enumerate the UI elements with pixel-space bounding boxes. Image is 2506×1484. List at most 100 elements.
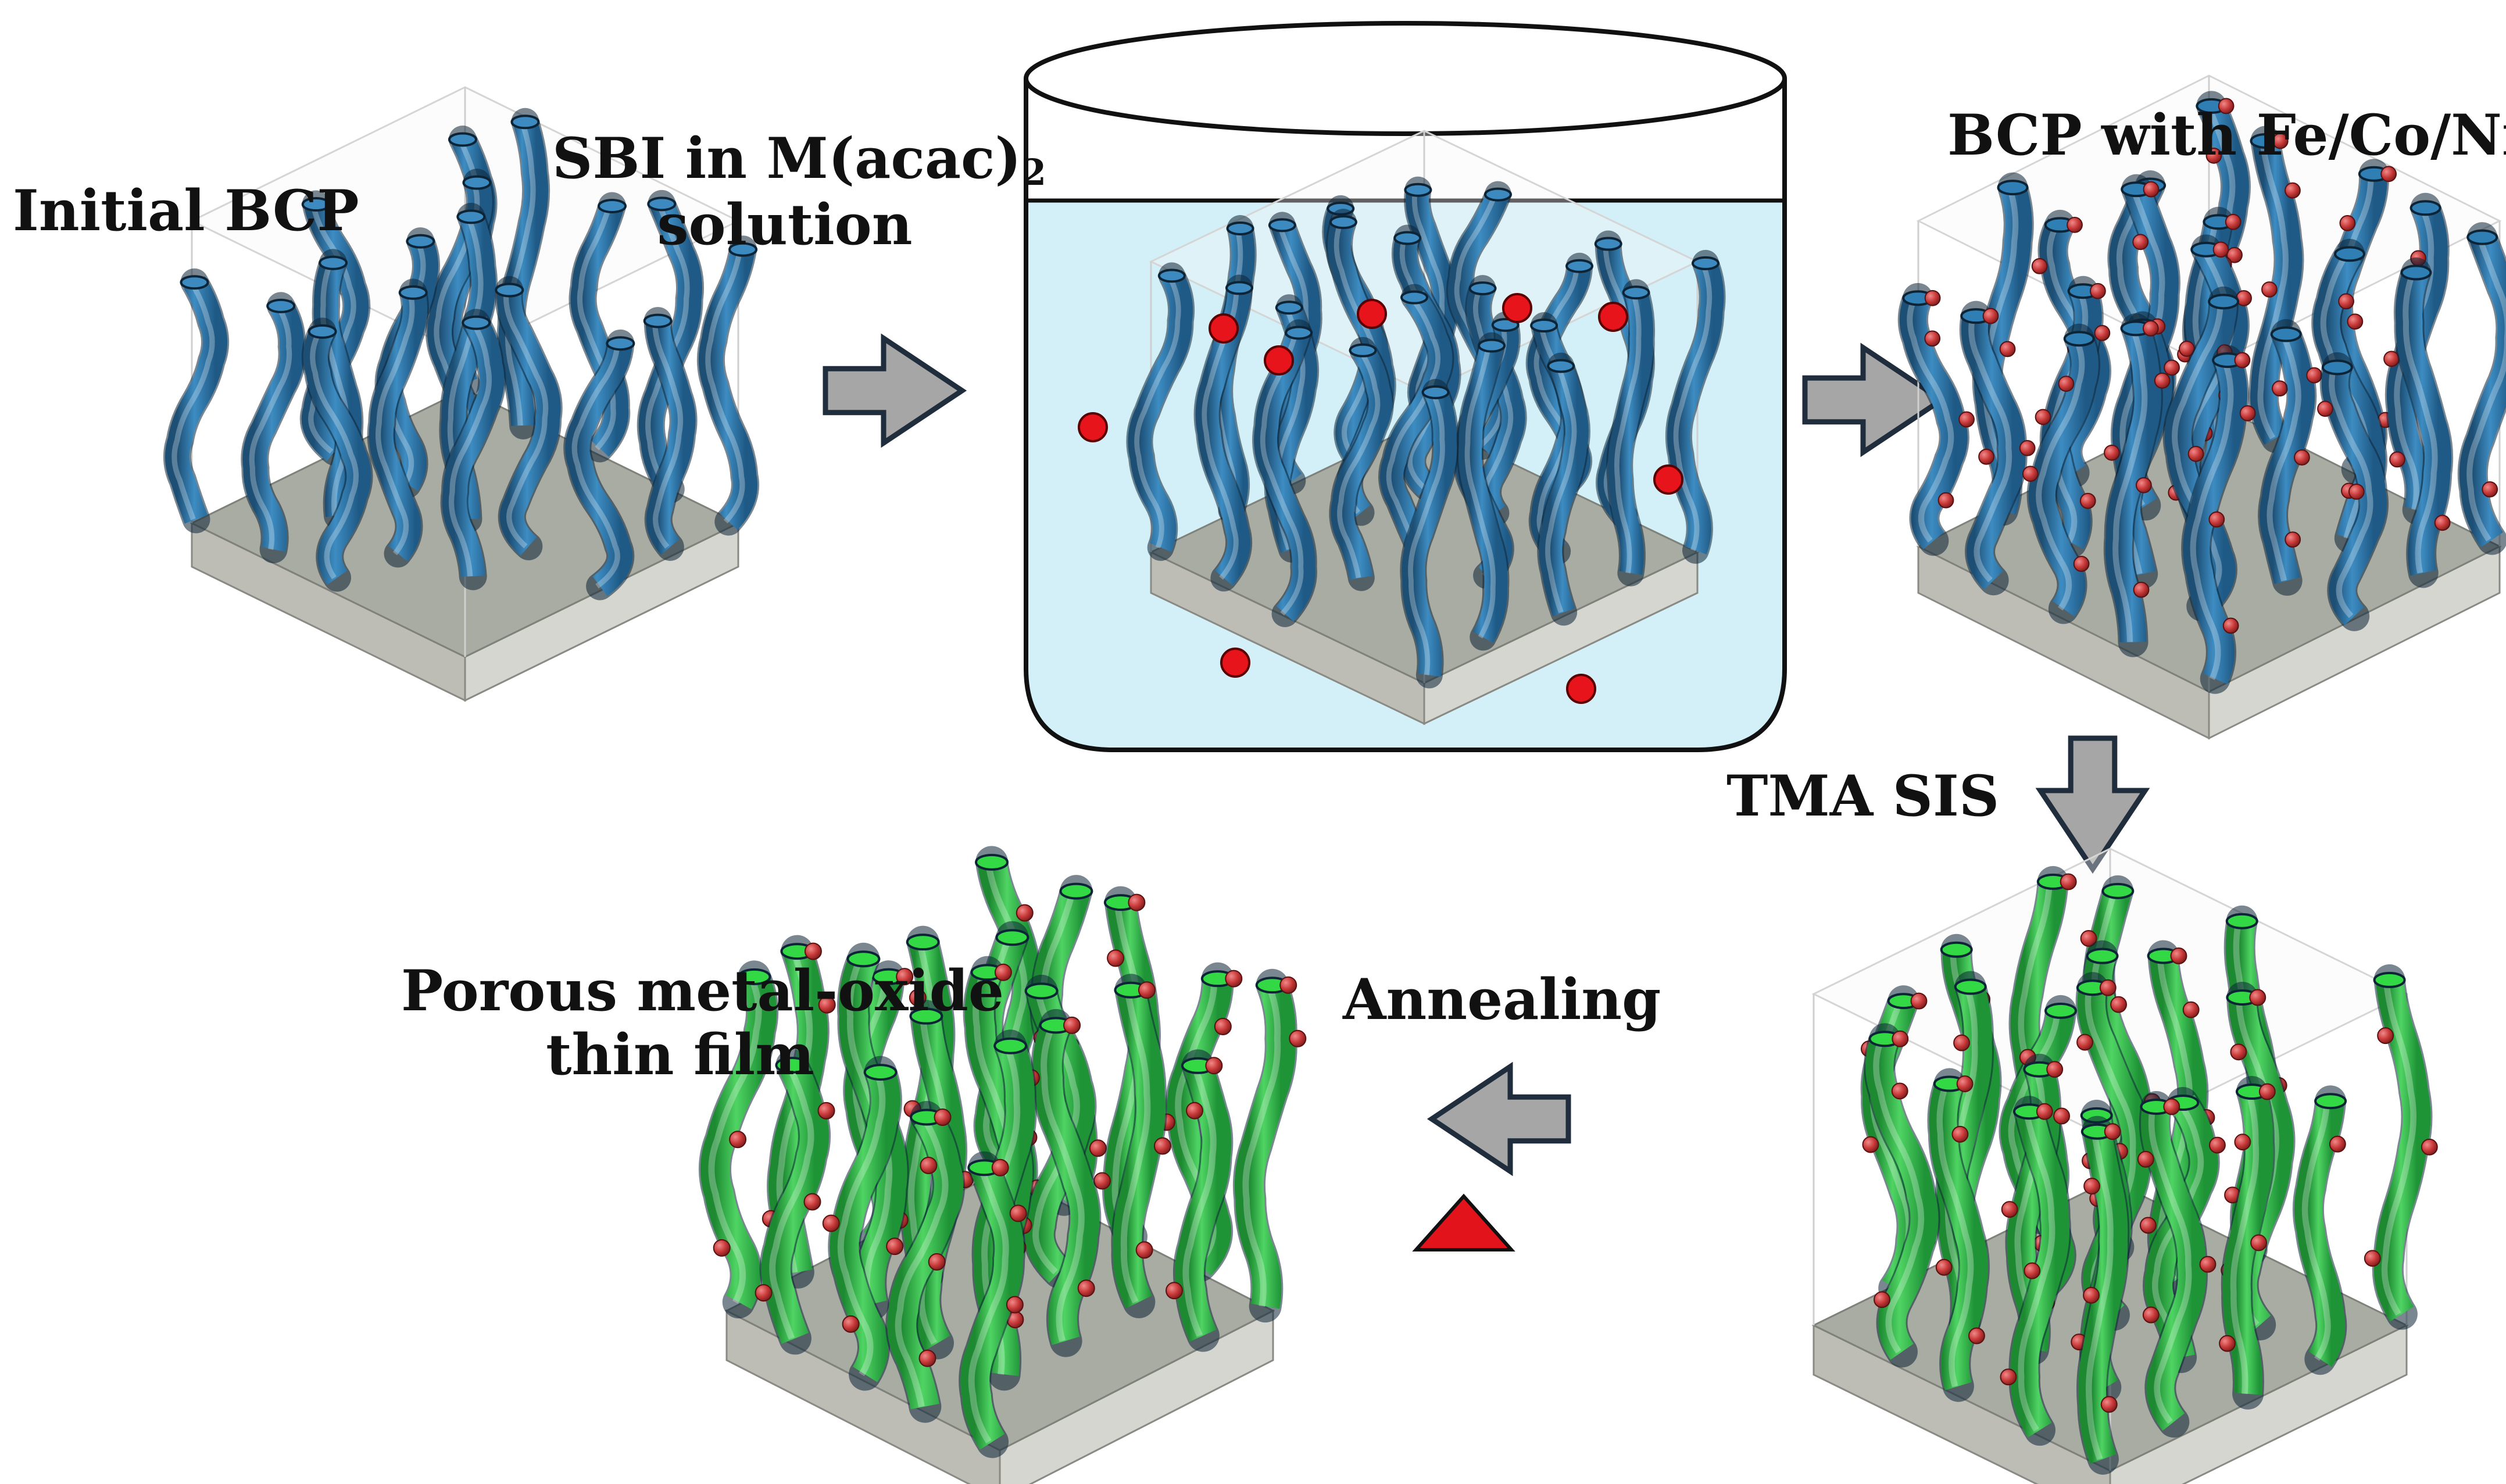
metal-bead xyxy=(2110,996,2128,1013)
metal-bead xyxy=(2080,929,2097,947)
cylinder-highlight xyxy=(2190,359,2234,680)
cylinder-cap xyxy=(1530,319,1558,333)
cylinder-cap xyxy=(2410,200,2441,216)
cylinder-highlight xyxy=(2148,1106,2192,1424)
cylinder-cap xyxy=(2373,971,2406,988)
metal-bead xyxy=(1937,492,1954,509)
metal-bead xyxy=(755,1284,773,1302)
cylinder xyxy=(369,289,427,562)
metal-bead xyxy=(2364,1250,2381,1267)
metal-bead xyxy=(1016,904,1034,922)
metal-bead xyxy=(1891,1082,1908,1100)
cylinder xyxy=(1458,343,1508,643)
cylinder xyxy=(2140,1104,2206,1431)
cylinder-cap xyxy=(1547,359,1575,373)
cylinder-cap xyxy=(2321,359,2353,376)
cylinder-cap xyxy=(495,283,524,298)
metal-precursor-dot xyxy=(1598,302,1628,332)
cylinder-cap xyxy=(1024,982,1059,1000)
cylinder-highlight xyxy=(2329,366,2373,618)
cylinder xyxy=(301,201,369,462)
metal-bead xyxy=(2083,1178,2101,1195)
cylinder-highlight xyxy=(375,292,415,556)
cylinder xyxy=(1929,1079,1988,1390)
cylinder xyxy=(2260,328,2315,584)
annealing-label: Annealing xyxy=(1343,967,1661,1032)
metal-bead xyxy=(2234,1133,2251,1151)
cylinder xyxy=(2028,333,2099,617)
cylinder-highlight xyxy=(2403,271,2438,574)
metal-bead xyxy=(1107,949,1125,967)
bcp-metal-label: BCP with Fe/Co/Ni xyxy=(1947,102,2506,168)
cylinder-cap xyxy=(1400,290,1429,305)
tma-sis-label: TMA SIS xyxy=(1726,763,2000,829)
cylinder-highlight xyxy=(837,1071,886,1376)
cylinder xyxy=(830,1067,900,1382)
sbi-label-subscript: 2 xyxy=(1021,151,1047,194)
metal-bead xyxy=(1910,992,1928,1010)
cylinder-cap xyxy=(1225,281,1253,295)
cylinder-cap xyxy=(775,1057,809,1074)
metal-bead xyxy=(2249,989,2267,1006)
cylinder-highlight xyxy=(652,321,684,549)
metal-bead xyxy=(2272,133,2289,149)
metal-bead xyxy=(2218,98,2235,115)
tma-sis-panel xyxy=(1811,848,2438,1484)
cylinder xyxy=(2395,268,2452,576)
metal-bead xyxy=(2046,1061,2064,1078)
cylinder-highlight xyxy=(571,343,620,589)
metal-bead xyxy=(1862,1136,1879,1153)
metal-bead xyxy=(896,968,914,986)
cylinder-highlight xyxy=(1411,189,1445,420)
cylinder-highlight xyxy=(171,281,215,521)
cylinder-cap xyxy=(597,199,627,214)
cylinder-cap xyxy=(643,313,673,328)
cylinder-cap xyxy=(1393,231,1422,245)
cylinder xyxy=(2010,1108,2069,1437)
cylinder xyxy=(2222,1088,2273,1395)
metal-bead xyxy=(2347,313,2364,330)
cylinder xyxy=(2164,301,2237,617)
cylinder-cap xyxy=(1478,338,1506,353)
cylinder xyxy=(313,259,362,517)
cylinder-highlight xyxy=(2466,236,2506,542)
metal-precursor-dot xyxy=(1357,299,1387,329)
cylinder xyxy=(242,299,305,552)
metal-bead xyxy=(918,1349,936,1367)
metal-bead xyxy=(2294,449,2310,466)
cylinder-cap xyxy=(993,1037,1028,1054)
cylinder xyxy=(960,1162,1024,1450)
metal-bead xyxy=(2067,217,2083,233)
metal-bead xyxy=(1214,1017,1232,1035)
metal-bead xyxy=(886,1238,904,1256)
metal-bead xyxy=(2076,1034,2093,1051)
metal-bead xyxy=(1982,307,1999,324)
cylinder-cap xyxy=(398,285,428,300)
metal-bead xyxy=(2154,372,2171,389)
metal-bead xyxy=(2261,281,2278,298)
cylinder-cap xyxy=(1954,978,1987,995)
metal-precursor-dot xyxy=(1653,464,1683,495)
metal-bead xyxy=(2208,1136,2226,1154)
cylinder-highlight xyxy=(2086,1131,2114,1460)
cylinder xyxy=(442,316,505,577)
cylinder-highlight xyxy=(1134,274,1181,549)
metal-bead xyxy=(804,942,822,960)
cylinder-highlight xyxy=(1464,345,1496,639)
cylinder xyxy=(496,288,561,556)
metal-bead xyxy=(1153,1137,1171,1155)
cylinder-highlight xyxy=(1260,332,1304,616)
arrow-shape xyxy=(1802,342,1947,457)
metal-bead xyxy=(1892,1030,1909,1047)
cylinder-highlight xyxy=(1182,1064,1217,1337)
metal-bead xyxy=(2104,444,2120,461)
cylinder-highlight xyxy=(1120,989,1151,1304)
metal-bead xyxy=(1205,1057,1223,1075)
cylinder-highlight xyxy=(2301,1100,2331,1361)
cylinder-highlight xyxy=(1242,984,1281,1307)
cylinder-cap xyxy=(1268,218,1296,233)
metal-bead xyxy=(2133,581,2150,598)
cylinder-cap xyxy=(975,853,1009,871)
cylinder xyxy=(2321,363,2387,625)
metal-bead xyxy=(934,1108,952,1127)
